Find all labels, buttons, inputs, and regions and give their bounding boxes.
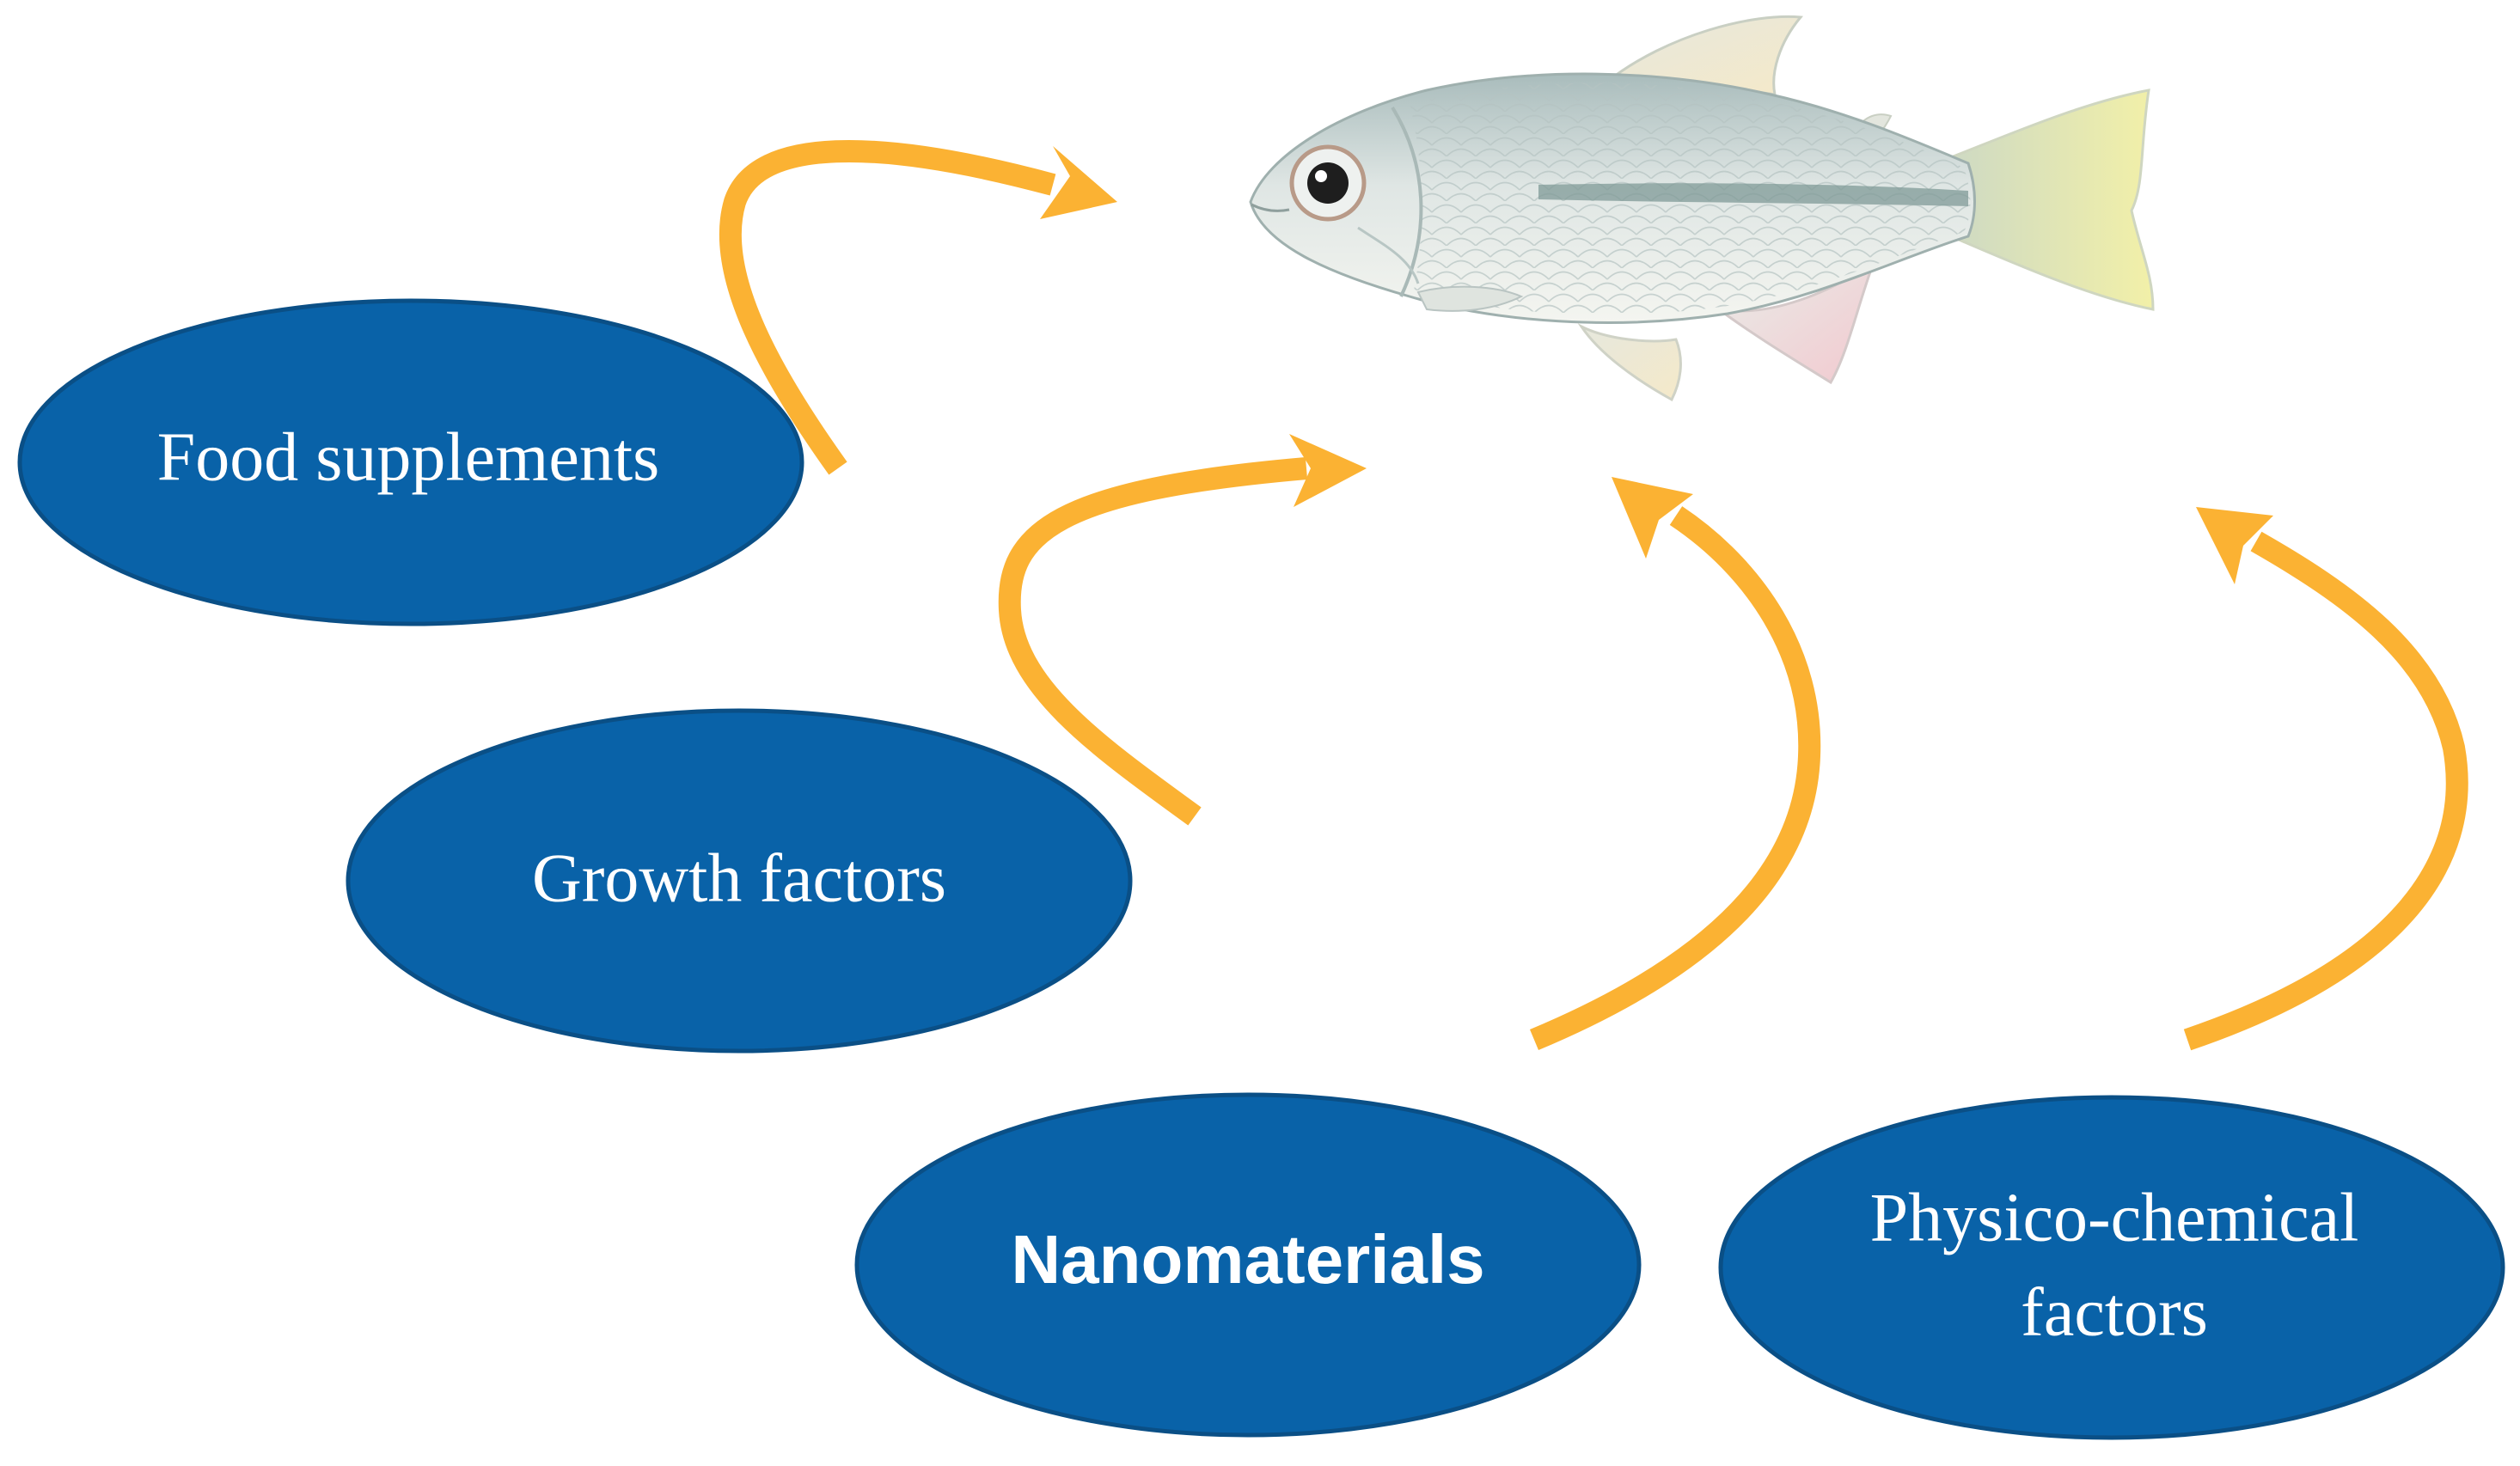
arrow-shaft bbox=[2183, 531, 2468, 1051]
arrow-shaft bbox=[1529, 506, 1821, 1050]
edge-nanomaterials-to-fish bbox=[1529, 477, 1821, 1050]
node-nanomaterials[interactable]: Nanomaterials bbox=[854, 1092, 1642, 1438]
node-growth-factors[interactable]: Growth factors bbox=[346, 708, 1133, 1054]
node-physico-chemical-label-line2: factors bbox=[2021, 1274, 2208, 1350]
fish-icon bbox=[1249, 15, 2155, 402]
node-food-supplements[interactable]: Food supplements bbox=[17, 298, 804, 626]
arrow-head bbox=[1612, 477, 1693, 559]
node-growth-factors-label: Growth factors bbox=[532, 840, 946, 916]
arrow-head bbox=[2196, 507, 2273, 584]
arrow-shaft bbox=[719, 140, 1056, 475]
edge-physico-chemical-to-fish bbox=[2183, 507, 2468, 1051]
node-physico-chemical-factors[interactable]: Physico-chemical factors bbox=[1718, 1095, 2505, 1440]
arrow-head bbox=[1040, 146, 1117, 219]
edge-growth-factors-to-fish bbox=[998, 434, 1367, 826]
node-nanomaterials-label: Nanomaterials bbox=[1011, 1221, 1484, 1298]
arrow-shaft bbox=[998, 457, 1308, 826]
node-physico-chemical-label-line1: Physico-chemical bbox=[1870, 1180, 2359, 1255]
edge-food-supplements-to-fish bbox=[719, 140, 1117, 475]
node-food-supplements-label: Food supplements bbox=[157, 419, 659, 495]
arrow-head bbox=[1289, 434, 1367, 507]
